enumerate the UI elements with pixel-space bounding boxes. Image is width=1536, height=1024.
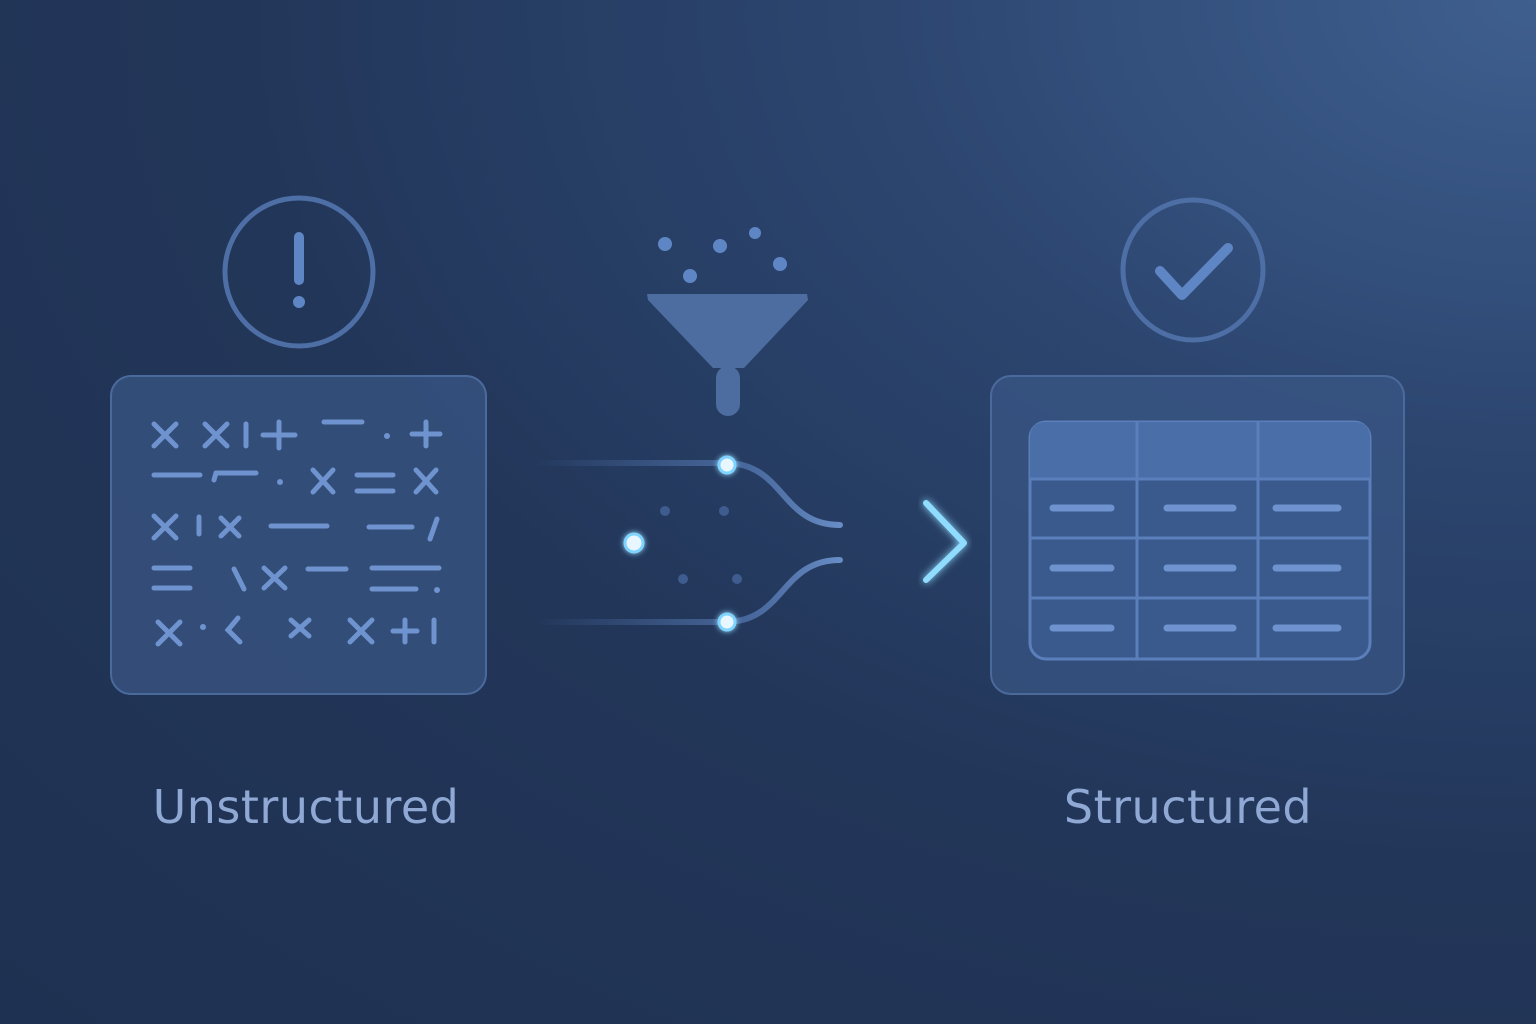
flow-streams [507,455,967,632]
stream-nodes [623,455,737,632]
stream-dots [660,506,742,584]
unstructured-panel [110,375,487,695]
structured-panel [990,375,1405,695]
data-particles [658,227,787,283]
arrow-right-icon [923,500,967,583]
funnel-icon [647,227,808,416]
table-cells [1049,504,1342,632]
structured-label: Structured [1063,780,1313,834]
checkmark-circle-icon [1120,197,1266,343]
unstructured-label: Unstructured [152,780,460,834]
unstructured-data-glyphs [151,419,443,647]
structured-table [1028,420,1372,661]
exclamation-circle-icon [222,195,376,349]
